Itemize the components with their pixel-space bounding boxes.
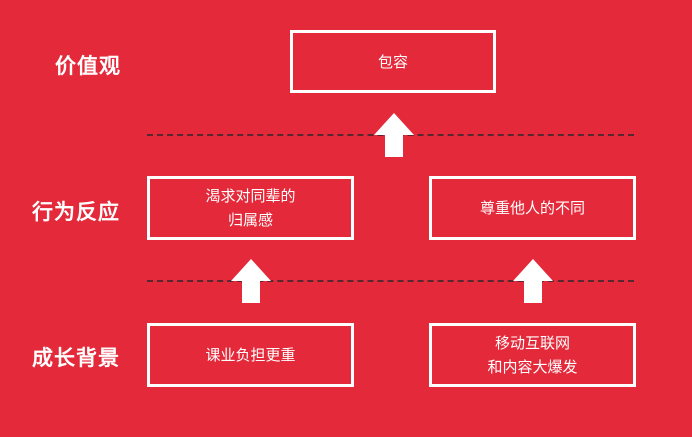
box-peer-recognition-line-1: 渴求对同辈的 [205,187,296,205]
box-inclusion-line-1: 包容 [377,52,408,71]
box-peer-recognition-line-2: 归属感 [227,211,273,229]
box-internet-boom-line-2: 和内容大爆发 [487,358,578,376]
row-label-background: 成长背景 [32,346,120,370]
box-internet-boom-line-1: 移动互联网 [494,334,570,352]
box-inclusion: 包容 [290,30,496,93]
divider-bottom [147,280,634,282]
row-label-behavior: 行为反应 [32,200,120,224]
box-respect-difference: 尊重他人的不同 [429,176,636,240]
box-peer-recognition: 渴求对同辈的 归属感 [147,176,354,240]
box-internet-boom: 移动互联网 和内容大爆发 [429,323,636,387]
arrow-up-icon-center [374,113,414,157]
row-label-values: 价值观 [55,54,121,78]
box-school-workload: 课业负担更重 [147,323,354,387]
box-school-workload-line-1: 课业负担更重 [205,346,296,364]
arrow-up-icon-right [513,259,553,303]
box-respect-difference-line-1: 尊重他人的不同 [479,199,585,217]
arrow-up-icon-left [231,259,271,303]
